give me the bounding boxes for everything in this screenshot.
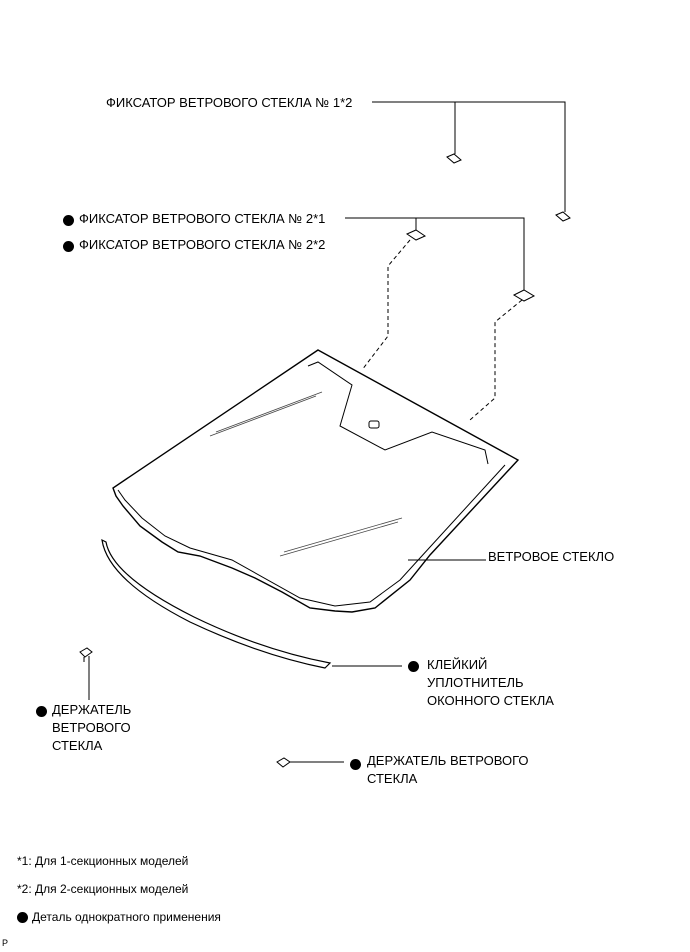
one-time-use-dot bbox=[17, 912, 28, 923]
clip-1-left bbox=[446, 153, 462, 164]
one-time-use-dot bbox=[350, 759, 361, 770]
one-time-use-dot bbox=[408, 661, 419, 672]
label-retainer-left: ДЕРЖАТЕЛЬ ВЕТРОВОГО СТЕКЛА bbox=[52, 702, 132, 753]
windshield-glass bbox=[112, 349, 520, 613]
label-adhesive-dam: КЛЕЙКИЙ УПЛОТНИТЕЛЬ ОКОННОГО СТЕКЛА bbox=[427, 657, 554, 708]
footnote-2: *2: Для 2-секционных моделей bbox=[17, 882, 189, 896]
label-windshield: ВЕТРОВОЕ СТЕКЛО bbox=[488, 549, 615, 564]
windshield-mirror-area bbox=[307, 361, 489, 465]
clip-1-right bbox=[555, 211, 571, 222]
label-clip-2-2: ФИКСАТОР ВЕТРОВОГО СТЕКЛА № 2*2 bbox=[79, 237, 326, 252]
windshield-inner-edge bbox=[117, 464, 506, 607]
one-time-use-dot bbox=[63, 215, 74, 226]
figure-code: P bbox=[2, 938, 9, 948]
leader-clip-1 bbox=[372, 101, 566, 212]
retainer-right-part bbox=[276, 757, 291, 768]
retainer-left-part bbox=[79, 647, 93, 662]
label-clip-2-1: ФИКСАТОР ВЕТРОВОГО СТЕКЛА № 2*1 bbox=[79, 211, 326, 226]
rain-sensor-mark bbox=[368, 420, 380, 429]
install-path-right bbox=[469, 299, 523, 421]
label-clip-1-2: ФИКСАТОР ВЕТРОВОГО СТЕКЛА № 1*2 bbox=[106, 95, 353, 110]
one-time-use-dot bbox=[63, 241, 74, 252]
glass-reflection bbox=[209, 391, 403, 557]
one-time-use-dot bbox=[36, 706, 47, 717]
install-path-left bbox=[361, 239, 411, 371]
clip-2-left bbox=[405, 229, 427, 241]
footnote-3: Деталь однократного применения bbox=[32, 910, 221, 924]
adhesive-dam-strip bbox=[101, 538, 332, 669]
leader-clip-2 bbox=[345, 217, 525, 290]
footnote-1: *1: Для 1-секционных моделей bbox=[17, 854, 189, 868]
label-retainer-right: ДЕРЖАТЕЛЬ ВЕТРОВОГО СТЕКЛА bbox=[367, 753, 529, 786]
clip-2-right bbox=[512, 289, 536, 302]
